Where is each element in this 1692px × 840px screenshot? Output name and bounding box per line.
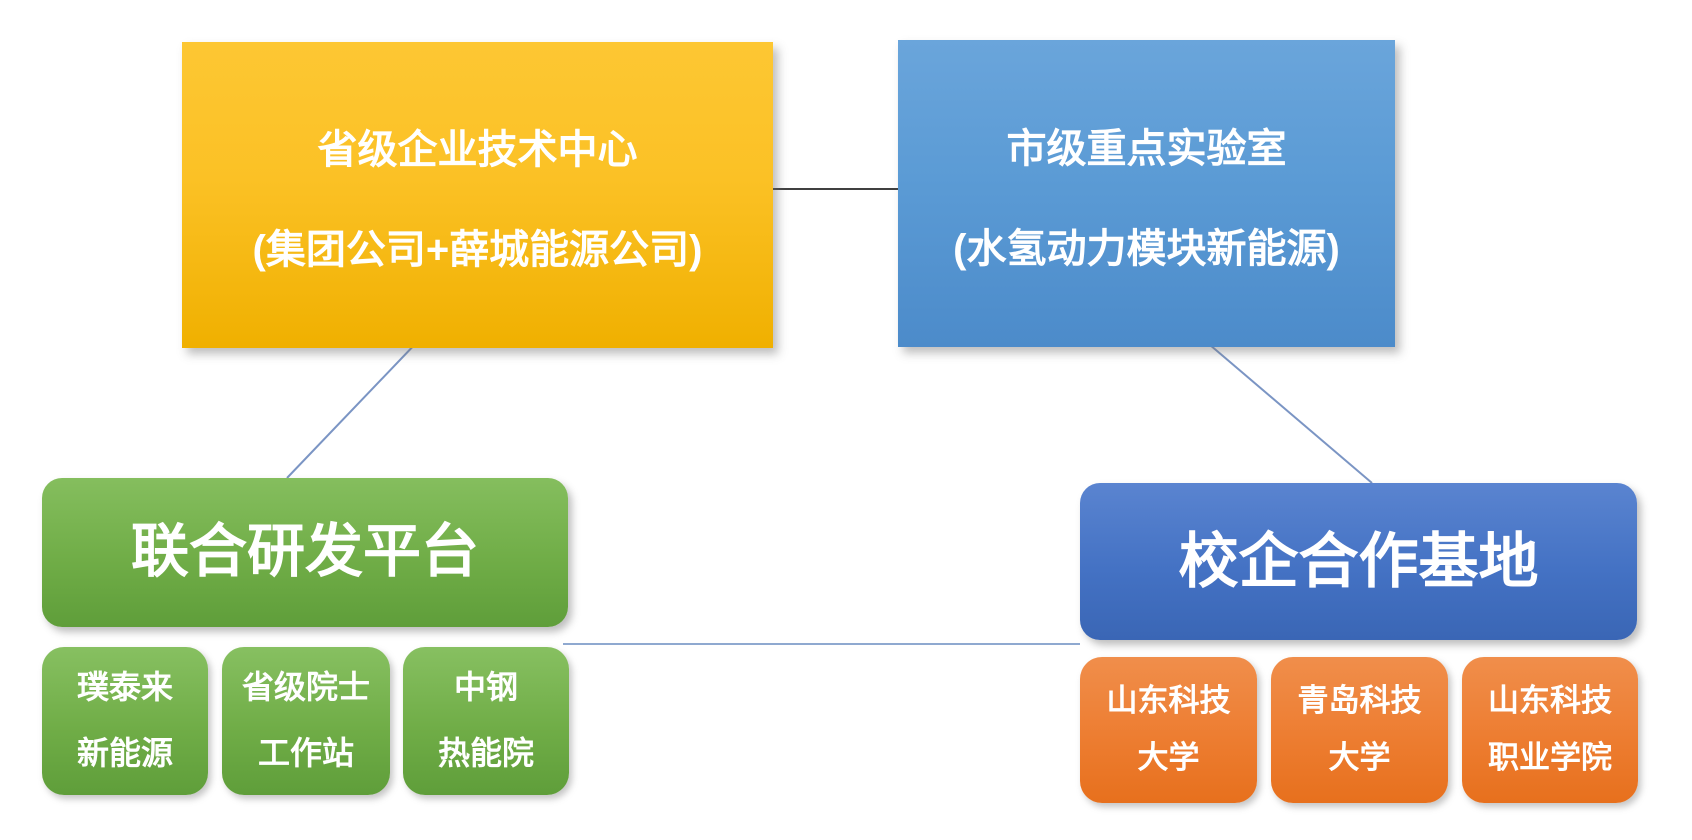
joint-rd-platform-label: 联合研发平台 — [130, 519, 479, 585]
academician-line2: 工作站 — [257, 735, 354, 771]
node-sinosteel-thermal-institute: 中钢 热能院 — [403, 647, 569, 795]
sdust-line1: 山东科技 — [1106, 683, 1231, 719]
node-shandong-univ-sci-tech: 山东科技 大学 — [1080, 657, 1257, 803]
qust-line1: 青岛科技 — [1297, 683, 1422, 719]
connector-techcenter-rdplatform — [286, 338, 421, 479]
sinosteel-line2: 热能院 — [437, 735, 534, 771]
city-key-lab-subtitle: (水氢动力模块新能源) — [953, 226, 1340, 271]
qust-line2: 大学 — [1328, 740, 1391, 775]
node-shandong-vocational-college: 山东科技 职业学院 — [1462, 657, 1638, 803]
provincial-tech-center-title: 省级企业技术中心 — [317, 128, 638, 172]
node-school-enterprise-base: 校企合作基地 — [1080, 483, 1637, 640]
node-academician-workstation: 省级院士 工作站 — [222, 647, 390, 795]
putailai-line1: 璞泰来 — [76, 669, 173, 706]
node-joint-rd-platform: 联合研发平台 — [42, 478, 568, 627]
connector-keylab-coopbase — [1202, 338, 1373, 484]
node-provincial-tech-center: 省级企业技术中心 (集团公司+薛城能源公司) — [182, 42, 773, 348]
sdust-line2: 大学 — [1137, 740, 1200, 775]
node-city-key-lab: 市级重点实验室 (水氢动力模块新能源) — [898, 40, 1395, 347]
sdvc-line1: 山东科技 — [1488, 683, 1612, 719]
school-enterprise-base-label: 校企合作基地 — [1178, 528, 1539, 595]
sinosteel-line1: 中钢 — [453, 669, 518, 706]
putailai-line2: 新能源 — [76, 735, 173, 771]
city-key-lab-title: 市级重点实验室 — [1006, 126, 1287, 171]
academician-line1: 省级院士 — [241, 669, 370, 706]
provincial-tech-center-subtitle: (集团公司+薛城能源公司) — [252, 228, 703, 272]
sdvc-line2: 职业学院 — [1488, 740, 1612, 775]
node-putailai-new-energy: 璞泰来 新能源 — [42, 647, 208, 795]
node-qingdao-univ-sci-tech: 青岛科技 大学 — [1271, 657, 1448, 803]
